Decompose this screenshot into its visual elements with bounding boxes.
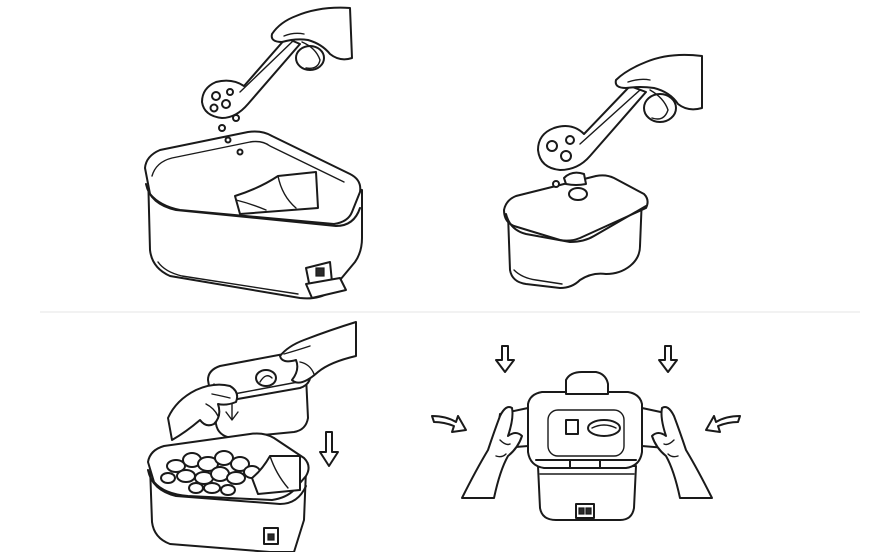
side-arrow-icon: [431, 415, 467, 433]
tongs-icon: [201, 37, 325, 119]
panel-step-1: [144, 6, 363, 300]
panel-step-4: [431, 345, 741, 521]
hand-icon: [461, 406, 523, 499]
small-container-icon: [496, 371, 674, 521]
water-drops-icon: [218, 114, 244, 156]
hand-icon: [614, 53, 703, 120]
down-arrow-icon: [495, 345, 515, 373]
panel-step-3: [147, 321, 357, 552]
stones-icon: [160, 450, 261, 496]
side-arrow-icon: [705, 415, 741, 433]
latch-icon: [305, 261, 347, 299]
hand-icon: [167, 321, 357, 441]
large-container-icon: [147, 432, 310, 552]
tongs-icon: [537, 85, 677, 171]
down-arrow-icon: [658, 345, 678, 373]
down-arrow-icon: [319, 431, 339, 467]
hand-icon: [651, 406, 713, 499]
small-container-icon: [503, 171, 649, 289]
panel-step-2: [503, 53, 703, 289]
hand-icon: [270, 6, 353, 70]
